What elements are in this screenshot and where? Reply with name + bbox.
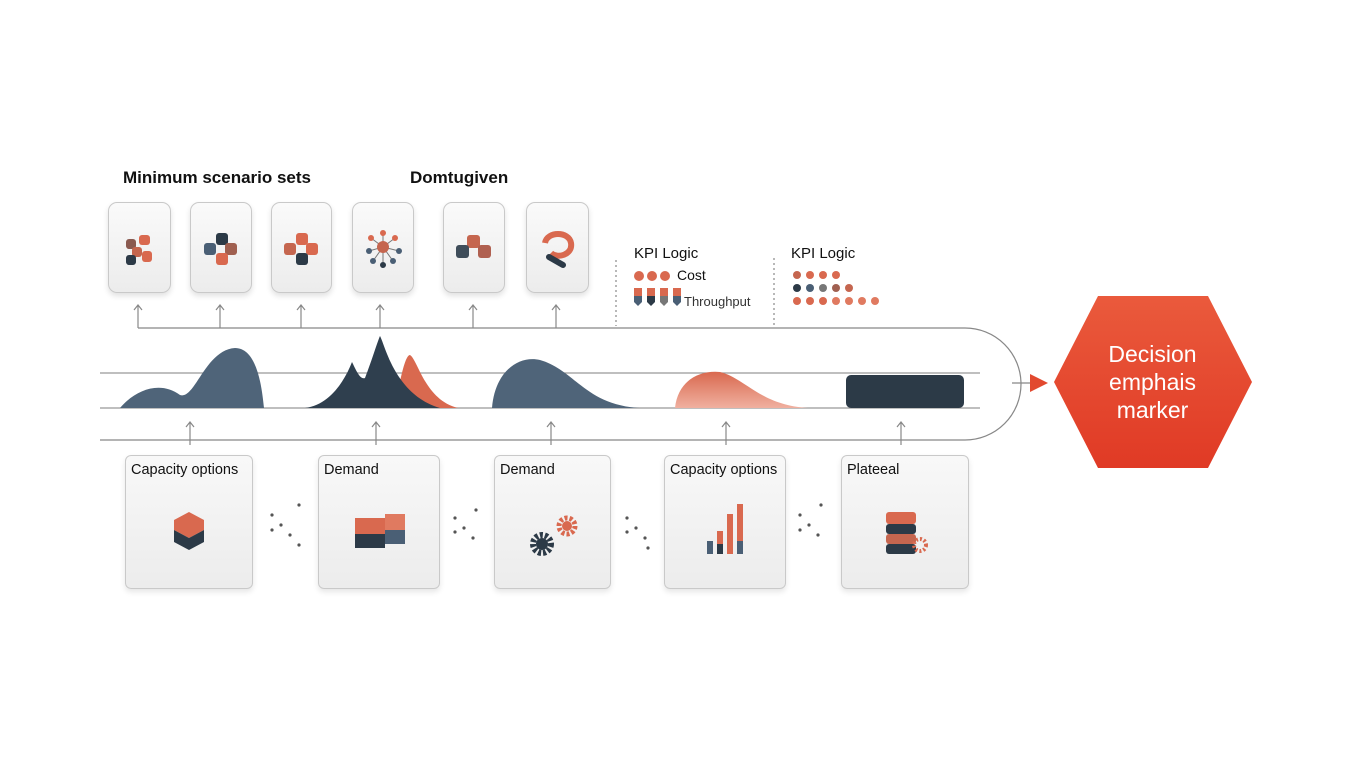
- decision-hexagon: [1054, 296, 1252, 468]
- cost-dots: [634, 271, 670, 281]
- scenario-card-2[interactable]: [190, 202, 252, 293]
- option-card-demand-2[interactable]: Demand: [494, 455, 611, 589]
- gears-icon: [530, 515, 578, 556]
- card-label: Demand: [324, 462, 379, 478]
- cubes-icon: [204, 233, 237, 265]
- heading-minimum-scenario-sets: Minimum scenario sets: [123, 168, 312, 187]
- bar-chart-icon: [707, 504, 743, 554]
- option-card-capacity-1[interactable]: Capacity options: [125, 455, 253, 589]
- distribution-2: [305, 336, 440, 408]
- arrow-icon: [1030, 374, 1048, 392]
- card-label: Demand: [500, 462, 555, 478]
- distribution-1: [120, 348, 264, 408]
- stack-gear-icon: [886, 512, 928, 554]
- kpi-logic-title-left: KPI Logic: [634, 245, 699, 262]
- option-card-capacity-2[interactable]: Capacity options: [664, 455, 786, 589]
- scenario-card-1[interactable]: [108, 202, 171, 293]
- kpi-logic-title-right: KPI Logic: [791, 245, 856, 262]
- option-card-demand-1[interactable]: Demand: [318, 455, 440, 589]
- scenario-card-6[interactable]: [526, 202, 589, 293]
- distribution-3: [492, 359, 640, 408]
- card-label: Plateeal: [847, 462, 900, 478]
- scenario-card-3[interactable]: [271, 202, 332, 293]
- kpi-dot-matrix: [793, 271, 879, 305]
- cubes-icon: [456, 235, 491, 258]
- cycle-icon: [542, 231, 575, 268]
- distribution-4: [675, 371, 808, 408]
- decision-marker-label: Decision emphais marker: [1055, 340, 1250, 424]
- card-label: Capacity options: [131, 462, 239, 478]
- throughput-bars: [634, 288, 681, 306]
- cubes-icon: [284, 233, 318, 265]
- decision-line-1: Decision: [1108, 341, 1197, 367]
- kpi-cost-label: Cost: [677, 267, 706, 283]
- distribution-5: [846, 375, 964, 408]
- decision-line-3: marker: [1116, 397, 1189, 423]
- option-card-plateeal[interactable]: Plateeal: [841, 455, 969, 589]
- kpi-throughput-label: Throughput: [684, 294, 751, 309]
- dotted-connectors: [270, 503, 823, 550]
- decision-line-2: emphais: [1109, 369, 1196, 395]
- scenario-card-5[interactable]: [443, 202, 505, 293]
- stack-icon: [174, 512, 204, 550]
- heading-domtugiven: Domtugiven: [410, 168, 509, 187]
- scenario-card-4[interactable]: [352, 202, 414, 293]
- card-label: Capacity options: [670, 462, 778, 478]
- network-icon: [366, 230, 402, 268]
- cubes-icon: [126, 235, 152, 265]
- blocks-icon: [355, 514, 405, 548]
